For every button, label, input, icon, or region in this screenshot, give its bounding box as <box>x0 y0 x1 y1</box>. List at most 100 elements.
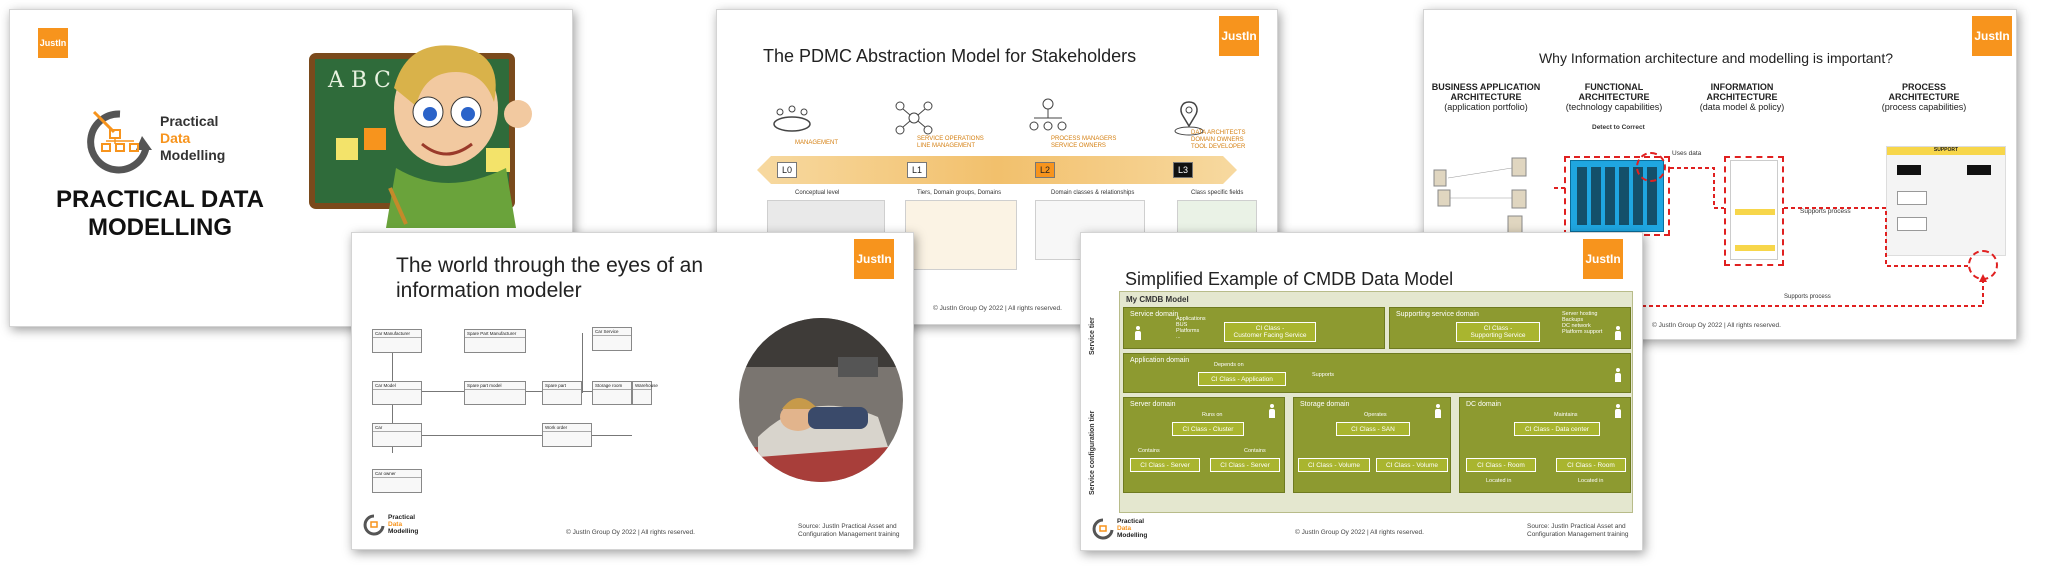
uml-box: Work order <box>542 423 592 447</box>
pdm-logo-text: Practical Data Modelling <box>388 514 418 535</box>
slide-practical-data-modelling[interactable]: JustIn Practical Data Modelling PRACTICA… <box>9 9 573 327</box>
title-line-1: PRACTICAL DATA <box>56 186 264 213</box>
supporting-domain-title: Supporting service domain <box>1396 311 1479 318</box>
management-group-icon <box>773 105 811 132</box>
level-l3: L3 <box>1173 162 1193 178</box>
uml-box: Storage room <box>592 381 632 405</box>
maintains-label: Maintains <box>1554 412 1578 418</box>
col-process: PROCESS ARCHITECTURE(process capabilitie… <box>1864 82 1984 112</box>
process-step <box>1967 165 1991 175</box>
process-step <box>1897 191 1927 205</box>
slide2-footer: © JustIn Group Oy 2022 | All rights rese… <box>933 305 1062 312</box>
service-item: Platforms <box>1176 328 1200 334</box>
logo-line-2: Data <box>160 130 191 146</box>
service-item: ... <box>1176 334 1181 340</box>
located-in-label-1: Located in <box>1486 478 1512 484</box>
dc-domain-title: DC domain <box>1466 401 1502 408</box>
uml-box: Car Manufacturer <box>372 329 422 353</box>
pdm-logo-icon <box>87 110 152 174</box>
supports-process-label: Supports process <box>1800 208 1851 215</box>
operations-network-icon <box>895 101 933 135</box>
role-process-managers: PROCESS MANAGERS SERVICE OWNERS <box>1051 136 1117 149</box>
person-icon <box>1434 404 1442 418</box>
functional-focus-circle <box>1636 152 1666 182</box>
title-line-1: The world through the eyes of an <box>396 254 704 277</box>
cmdb-model-title: My CMDB Model <box>1126 295 1189 304</box>
level-l1: L1 <box>907 162 927 178</box>
col-business-application: BUSINESS APPLICATION ARCHITECTURE(applic… <box>1426 82 1546 112</box>
uml-box-title: Car Manufacturer <box>373 330 421 338</box>
col-head: FUNCTIONAL ARCHITECTURE <box>1578 82 1650 102</box>
pdm-logo-icon <box>1092 518 1114 540</box>
col-sub: (technology capabilities) <box>1565 102 1663 112</box>
col-head: PROCESS ARCHITECTURE <box>1888 82 1960 102</box>
service-domain-panel: Service domain Applications BUS Platform… <box>1123 307 1385 349</box>
person-icon <box>1268 404 1276 418</box>
justin-logo: JustIn <box>854 239 894 279</box>
server-domain-panel: Server domain Runs on CI Class - Cluster… <box>1123 397 1285 493</box>
ci-room-1: CI Class - Room <box>1466 458 1536 472</box>
uml-box-title: Car Model <box>373 382 421 390</box>
application-domain-title: Application domain <box>1130 357 1190 364</box>
slide1-title: PRACTICAL DATA MODELLING <box>30 186 290 242</box>
storage-domain-panel: Storage domain Operates CI Class - SAN C… <box>1293 397 1451 493</box>
thumb-l1 <box>905 200 1017 270</box>
uml-box-title: Warehouse <box>633 383 658 390</box>
uml-box-title: Car Service <box>593 328 631 336</box>
uml-box-title: Car owner <box>373 470 421 478</box>
contains-label-2: Contains <box>1244 448 1266 454</box>
storage-domain-title: Storage domain <box>1300 401 1350 408</box>
ci-cluster: CI Class - Cluster <box>1172 422 1244 436</box>
role-data-architects: DATA ARCHITECTS DOMAIN OWNERS TOOL DEVEL… <box>1191 130 1246 150</box>
teacher-illustration-icon <box>309 45 532 228</box>
uml-box: Spare part <box>542 381 582 405</box>
ci-application: CI Class - Application <box>1198 372 1286 386</box>
slide4-footer: © JustIn Group Oy 2022 | All rights rese… <box>566 529 695 536</box>
desc-l3: Class specific fields <box>1191 190 1244 196</box>
person-icon <box>1134 326 1142 340</box>
uml-box: Spare part model <box>464 381 526 405</box>
uml-box-title: Car <box>373 424 421 432</box>
desc-l0: Conceptual level <box>795 190 840 196</box>
uml-link <box>582 333 583 393</box>
detect-label: Detect to Correct <box>1592 124 1645 131</box>
slide4-title: The world through the eyes of an informa… <box>396 253 703 303</box>
slide5-title: Simplified Example of CMDB Data Model <box>1125 269 1454 289</box>
pdm-logo-text: Practical Data Modelling <box>160 113 225 164</box>
server-domain-title: Server domain <box>1130 401 1176 408</box>
application-domain-panel: Application domain Depends on CI Class -… <box>1123 353 1631 393</box>
slide-cmdb-data-model[interactable]: JustIn Simplified Example of CMDB Data M… <box>1080 232 1643 551</box>
ci-volume-1: CI Class - Volume <box>1298 458 1370 472</box>
supporting-items: Server hosting Backups DC network Platfo… <box>1562 311 1602 335</box>
supporting-item: DC network <box>1562 323 1591 329</box>
title-line-2: information modeler <box>396 279 582 302</box>
logo-line-3: Modelling <box>1117 532 1148 539</box>
person-icon <box>1614 368 1622 382</box>
col-information: INFORMATION ARCHITECTURE(data model & po… <box>1682 82 1802 112</box>
runs-on-label: Runs on <box>1202 412 1223 418</box>
uml-box-title: Spare part <box>543 382 581 390</box>
slide3-title: Why Information architecture and modelli… <box>1538 50 1894 66</box>
process-step <box>1897 217 1927 231</box>
slide-world-information-modeler[interactable]: JustIn The world through the eyes of an … <box>351 232 914 550</box>
slide5-footer: © JustIn Group Oy 2022 | All rights rese… <box>1295 529 1424 536</box>
information-highlight <box>1724 156 1784 266</box>
uml-box-title: Work order <box>543 424 591 432</box>
uml-box: Car owner <box>372 469 422 493</box>
uses-data-label: Uses data <box>1672 150 1702 157</box>
pdm-logo-text: Practical Data Modelling <box>1117 518 1147 539</box>
architect-location-icon <box>1174 101 1204 136</box>
info-row <box>1735 245 1775 251</box>
supports-label: Supports <box>1312 372 1335 378</box>
supporting-item: Server hosting <box>1562 311 1598 317</box>
role-management: MANAGEMENT <box>795 140 839 146</box>
slide4-source: Source: JustIn Practical Asset and Confi… <box>798 523 900 538</box>
server-icons-cluster <box>1433 157 1527 259</box>
ci-data-center: CI Class - Data center <box>1514 422 1600 436</box>
mechanic-photo-icon <box>739 318 903 482</box>
contains-label-1: Contains <box>1138 448 1160 454</box>
justin-logo: JustIn <box>1583 239 1623 279</box>
located-in-label-2: Located in <box>1578 478 1604 484</box>
logo-line-1: Practical <box>160 113 219 129</box>
ci-server-1: CI Class - Server <box>1130 458 1200 472</box>
